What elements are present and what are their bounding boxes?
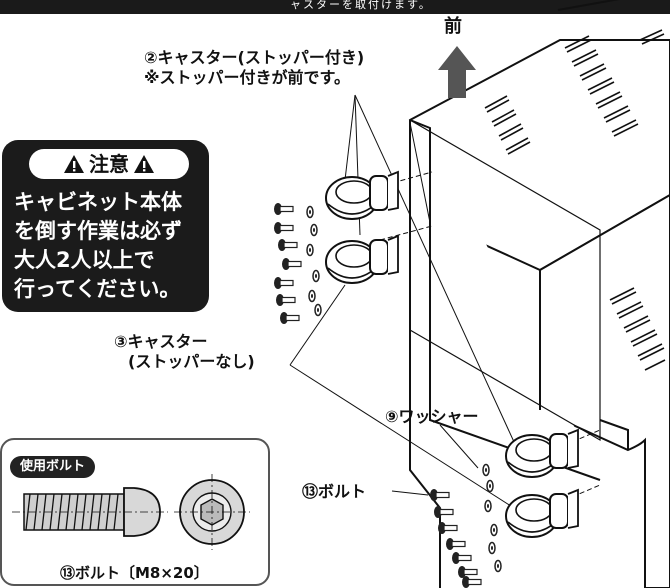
cabinet (408, 0, 670, 588)
caution-line: キャビネット本体 (14, 190, 182, 214)
caution-line: 大人2人以上で (14, 248, 155, 272)
bolt-detail-drawing (12, 474, 250, 550)
caster-upper-2 (325, 235, 399, 284)
warning-icon (63, 154, 85, 174)
caution-title-pill: 注意 (29, 149, 189, 179)
caster-lower-2 (505, 489, 579, 538)
header-bar: ャスターを取付けます。 (0, 0, 670, 14)
vent-slots (484, 29, 666, 371)
bolt-spec-caption: ⑬ボルト〔M8×20〕 (60, 564, 209, 582)
header-text: ャスターを取付けます。 (290, 0, 432, 11)
washer-label: ⑨ワッシャー (385, 407, 479, 426)
caster-plain-line1: ③キャスター (114, 332, 208, 351)
caster-upper-1 (325, 171, 399, 220)
arrow-up-icon (438, 46, 476, 98)
caution-box: 注意 キャビネット本体 を倒す作業は必ず 大人2人以上で 行ってください。 (2, 140, 209, 312)
caution-title: 注意 (89, 152, 129, 176)
caster-plain-label: ③キャスター (ストッパーなし) (114, 332, 255, 372)
caster-stopper-line1: ②キャスター(ストッパー付き) (144, 48, 365, 67)
caster-stopper-line2: ※ストッパー付きが前です。 (144, 68, 350, 87)
warning-icon (133, 154, 155, 174)
caution-line: 行ってください。 (14, 277, 181, 301)
bolts-upper (273, 202, 322, 325)
bolt-label: ⑬ボルト (302, 482, 367, 501)
caution-line: を倒す作業は必ず (14, 219, 182, 243)
front-label: 前 (444, 16, 462, 37)
caster-stopper-label: ②キャスター(ストッパー付き) ※ストッパー付きが前です。 (144, 48, 364, 88)
caution-text: キャビネット本体 を倒す作業は必ず 大人2人以上で 行ってください。 (14, 188, 209, 304)
used-bolt-badge: 使用ボルト (10, 456, 96, 478)
caster-plain-line2: (ストッパーなし) (128, 352, 255, 371)
bolt-head-view (174, 474, 250, 550)
bolt-spec-panel: 使用ボルト ⑬ボルト〔M8×20〕 (0, 438, 270, 586)
bolt-side-view (12, 487, 168, 537)
